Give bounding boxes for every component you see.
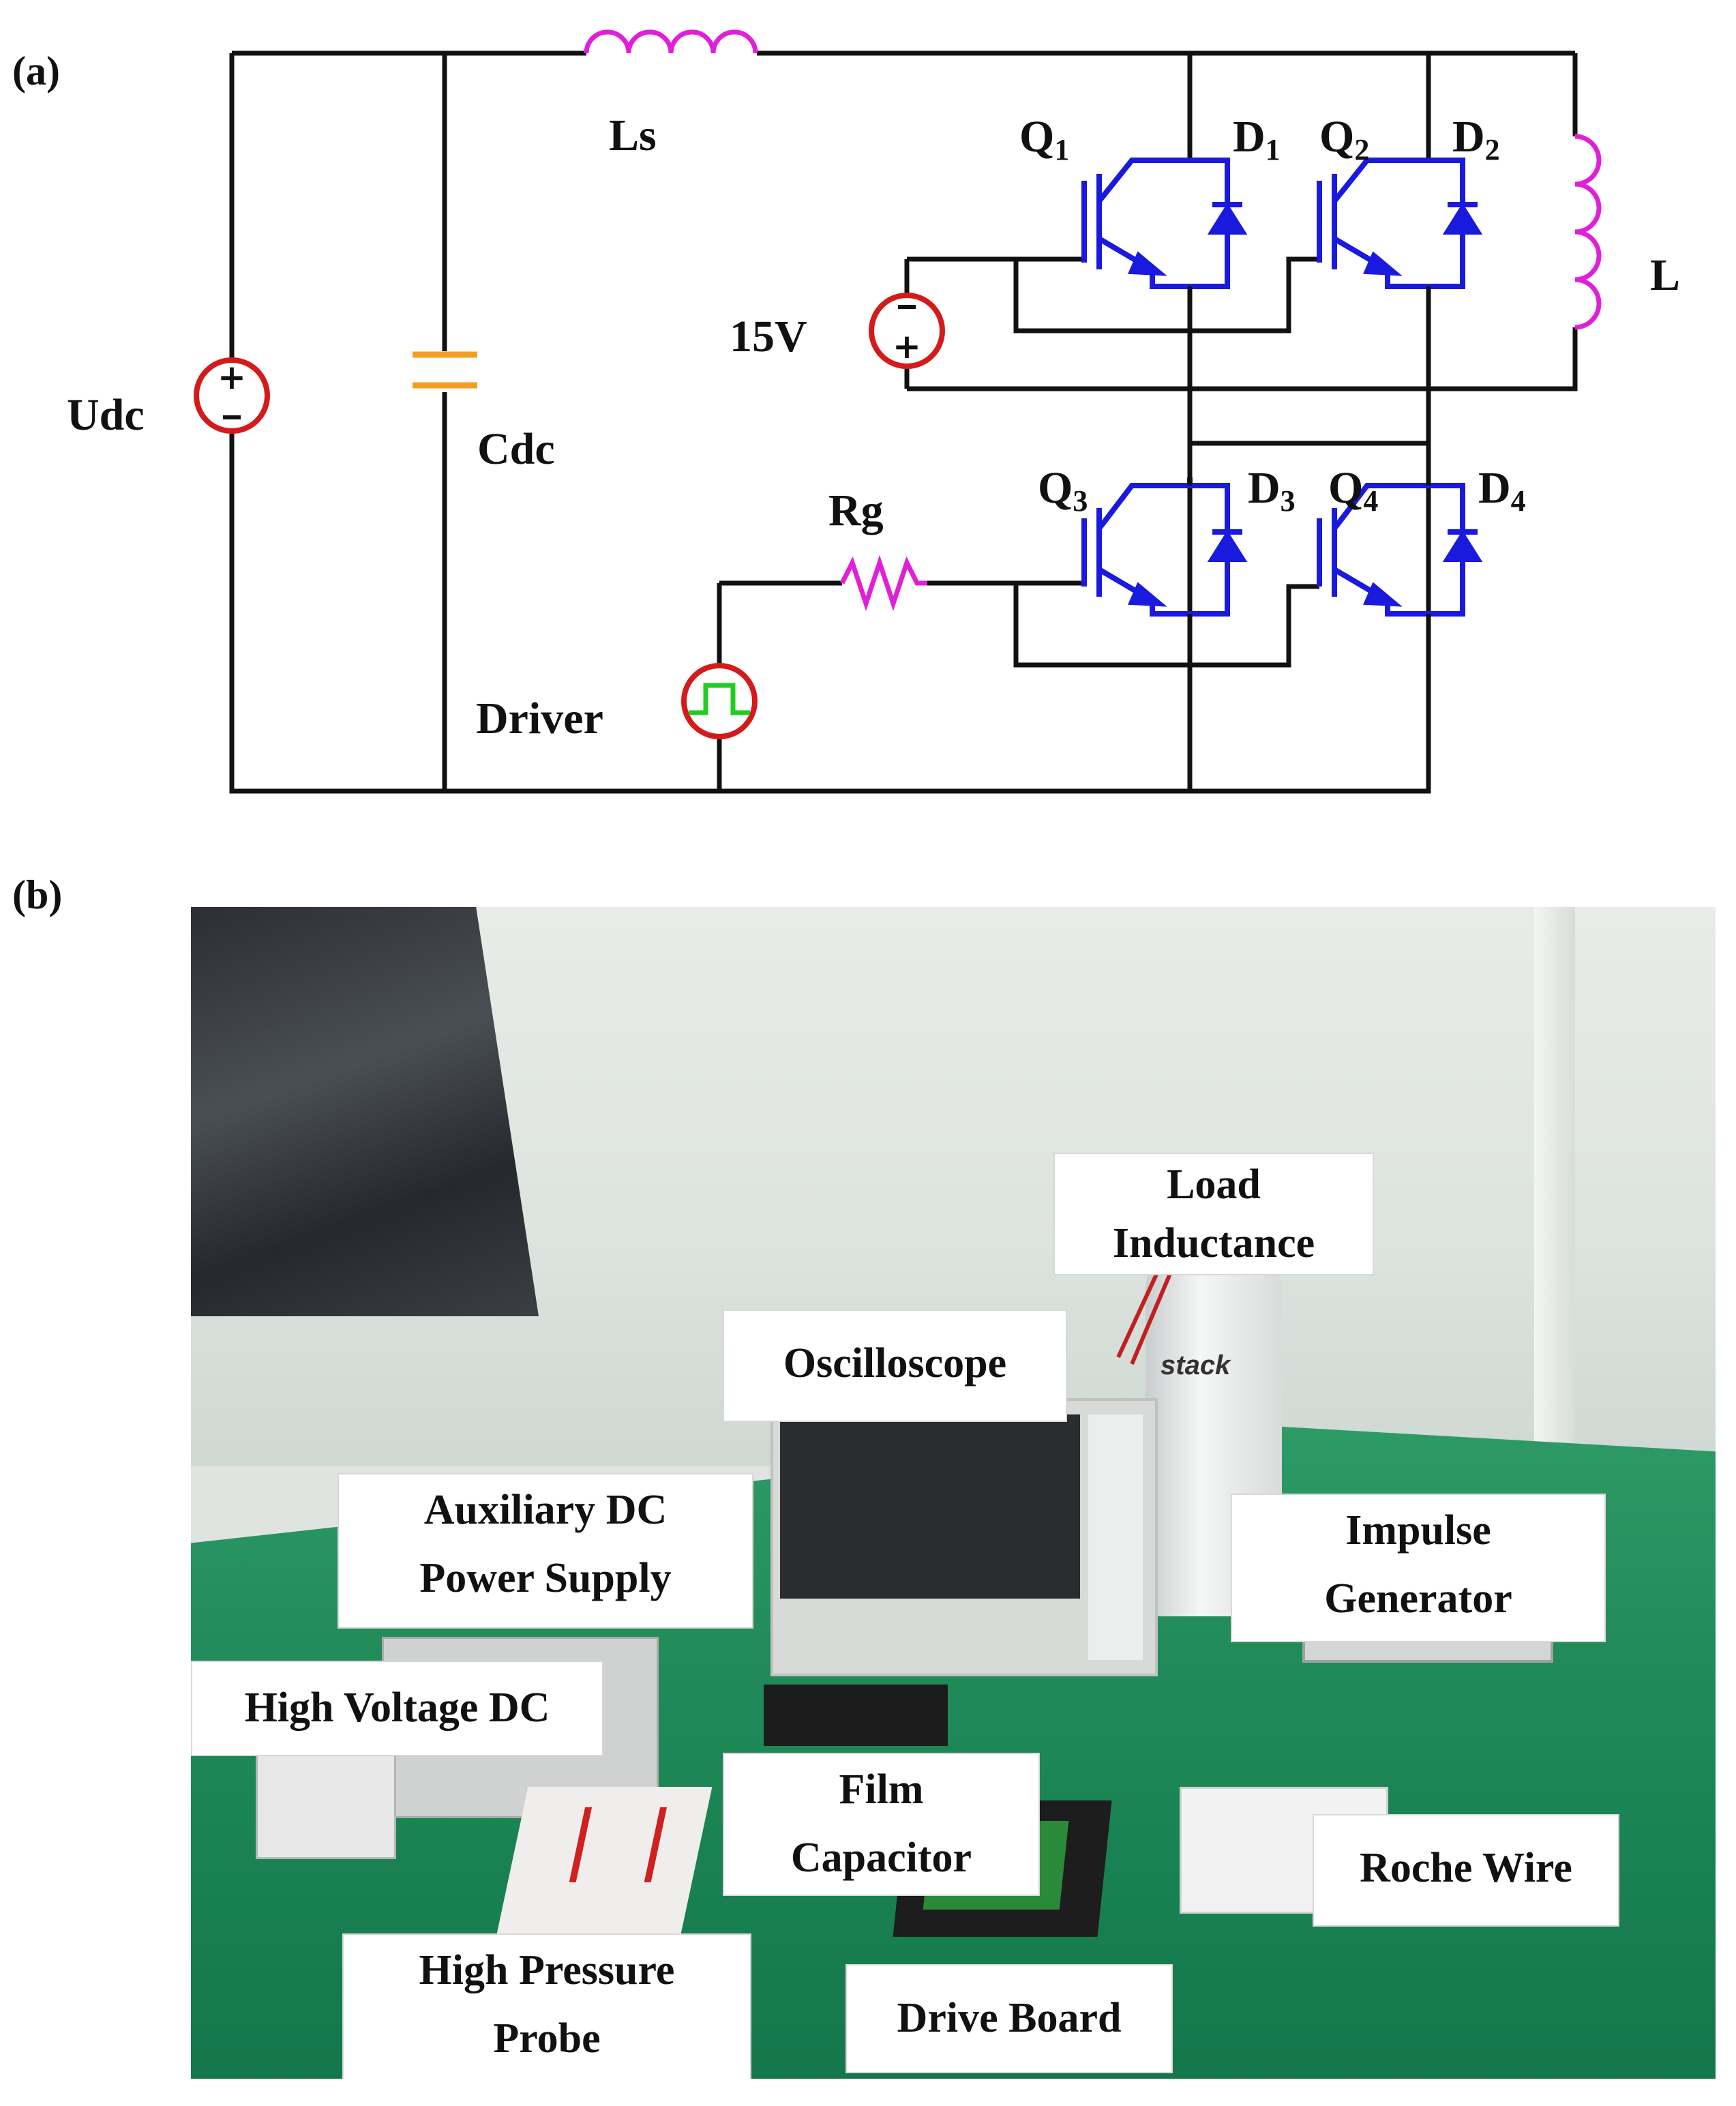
label-q4: Q4: [1328, 463, 1378, 518]
label-q1: Q1: [1019, 112, 1069, 166]
label-udc: Udc: [67, 390, 145, 440]
probe-device: [494, 1787, 713, 1944]
udc-source: +: [194, 357, 270, 434]
q2-igbt: [1317, 158, 1428, 289]
ls-inductor: [584, 29, 758, 54]
driver-source: [681, 663, 758, 739]
oscilloscope-panel: [1088, 1414, 1143, 1660]
l-inductor: [1574, 134, 1602, 330]
label-rg: Rg: [828, 486, 884, 535]
label-cdc: Cdc: [477, 424, 555, 474]
oscilloscope-device: [770, 1398, 1158, 1676]
label-high-pressure-probe: High Pressure Probe: [342, 1933, 751, 2079]
q3-igbt: [1081, 477, 1193, 617]
aux-supply: [256, 1746, 396, 1859]
dark-poster: [191, 907, 539, 1316]
svg-text:+: +: [218, 357, 246, 397]
label-q3: Q3: [1038, 463, 1088, 518]
d1-diode: [1190, 158, 1248, 289]
label-oscilloscope: Oscilloscope: [723, 1309, 1067, 1422]
label-l: L: [1650, 250, 1680, 300]
q1-igbt: [1081, 158, 1190, 289]
label-roche-wire: Roche Wire: [1313, 1814, 1619, 1927]
test-bench-photo: stack Load Inductance Oscilloscope Auxil…: [191, 907, 1716, 2079]
label-high-voltage-dc: High Voltage DC: [191, 1661, 603, 1756]
oscilloscope-screen: [780, 1414, 1080, 1599]
label-d4: D4: [1478, 463, 1526, 518]
d4-diode: [1428, 483, 1483, 617]
rg-resistor: [839, 554, 927, 612]
label-driver: Driver: [476, 694, 603, 743]
film-capacitor-device: [764, 1685, 948, 1746]
panel-label-a: (a): [12, 48, 60, 93]
source-15v: +: [869, 293, 945, 369]
label-drive-board: Drive Board: [845, 1964, 1173, 2073]
panel-label-b: (b): [12, 872, 63, 917]
label-ls: Ls: [609, 110, 657, 160]
svg-text:+: +: [893, 327, 921, 366]
cylinder-brand: stack: [1161, 1350, 1231, 1380]
circuit-diagram: + +: [67, 29, 1680, 794]
label-impulse-generator: Impulse Generator: [1231, 1494, 1606, 1642]
circuit-wires: [229, 50, 1578, 794]
wall-corner: [1534, 907, 1575, 1466]
q4-igbt: [1317, 483, 1428, 617]
label-15v: 15V: [730, 312, 807, 361]
label-d3: D3: [1248, 463, 1296, 518]
label-load-inductance: Load Inductance: [1053, 1153, 1374, 1275]
label-film-capacitor: Film Capacitor: [723, 1753, 1040, 1896]
label-d1: D1: [1233, 112, 1281, 166]
label-q2: Q2: [1319, 112, 1369, 166]
d3-diode: [1190, 483, 1248, 617]
label-d2: D2: [1452, 112, 1500, 166]
cdc-capacitor: [413, 351, 477, 389]
label-auxiliary-dc: Auxiliary DC Power Supply: [338, 1473, 753, 1629]
d2-diode: [1428, 158, 1483, 289]
